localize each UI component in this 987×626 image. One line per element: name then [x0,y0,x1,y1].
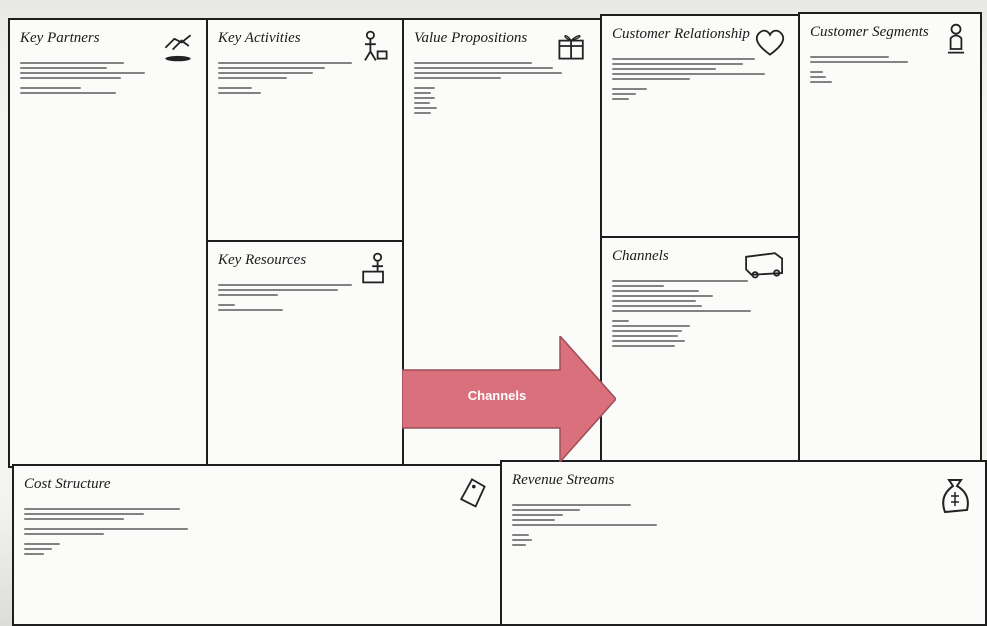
gift-icon [554,28,590,64]
channels-box: Channels [600,236,800,464]
customer-segments-box: Customer Segments [798,12,982,464]
handshake-icon [160,28,196,64]
channels-arrow: Channels [402,336,616,462]
customer-relationship-box: Customer Relationship [600,14,800,238]
box-title: Value Propositions [414,30,528,46]
revenue-streams-box: Revenue Streams [500,460,987,626]
box-title: Key Resources [218,252,307,268]
box-title: Revenue Streams [512,472,615,488]
placeholder-text [414,62,588,117]
placeholder-text [810,56,968,86]
placeholder-text [612,280,786,350]
worker-tools-icon [356,250,392,286]
box-title: Key Partners [20,30,100,46]
placeholder-text [24,508,224,558]
price-tag-icon [454,474,490,510]
heart-icon [752,24,788,60]
cost-structure-box: Cost Structure [12,464,502,626]
key-partners-box: Key Partners [8,18,208,468]
box-title: Customer Segments [810,24,929,40]
truck-icon [742,246,788,282]
box-title: Cost Structure [24,476,111,492]
box-title: Key Activities [218,30,301,46]
worker-icon [356,28,392,64]
box-title: Channels [612,248,669,264]
box-title: Customer Relationship [612,26,750,42]
arrow-label: Channels [467,388,527,403]
key-resources-box: Key Resources [206,240,404,468]
placeholder-text [512,504,682,549]
placeholder-text [612,58,786,103]
placeholder-text [218,62,390,97]
key-activities-box: Key Activities [206,18,404,242]
placeholder-text [20,62,194,97]
money-bag-icon [935,470,975,518]
placeholder-text [218,284,390,314]
person-icon [942,22,970,58]
